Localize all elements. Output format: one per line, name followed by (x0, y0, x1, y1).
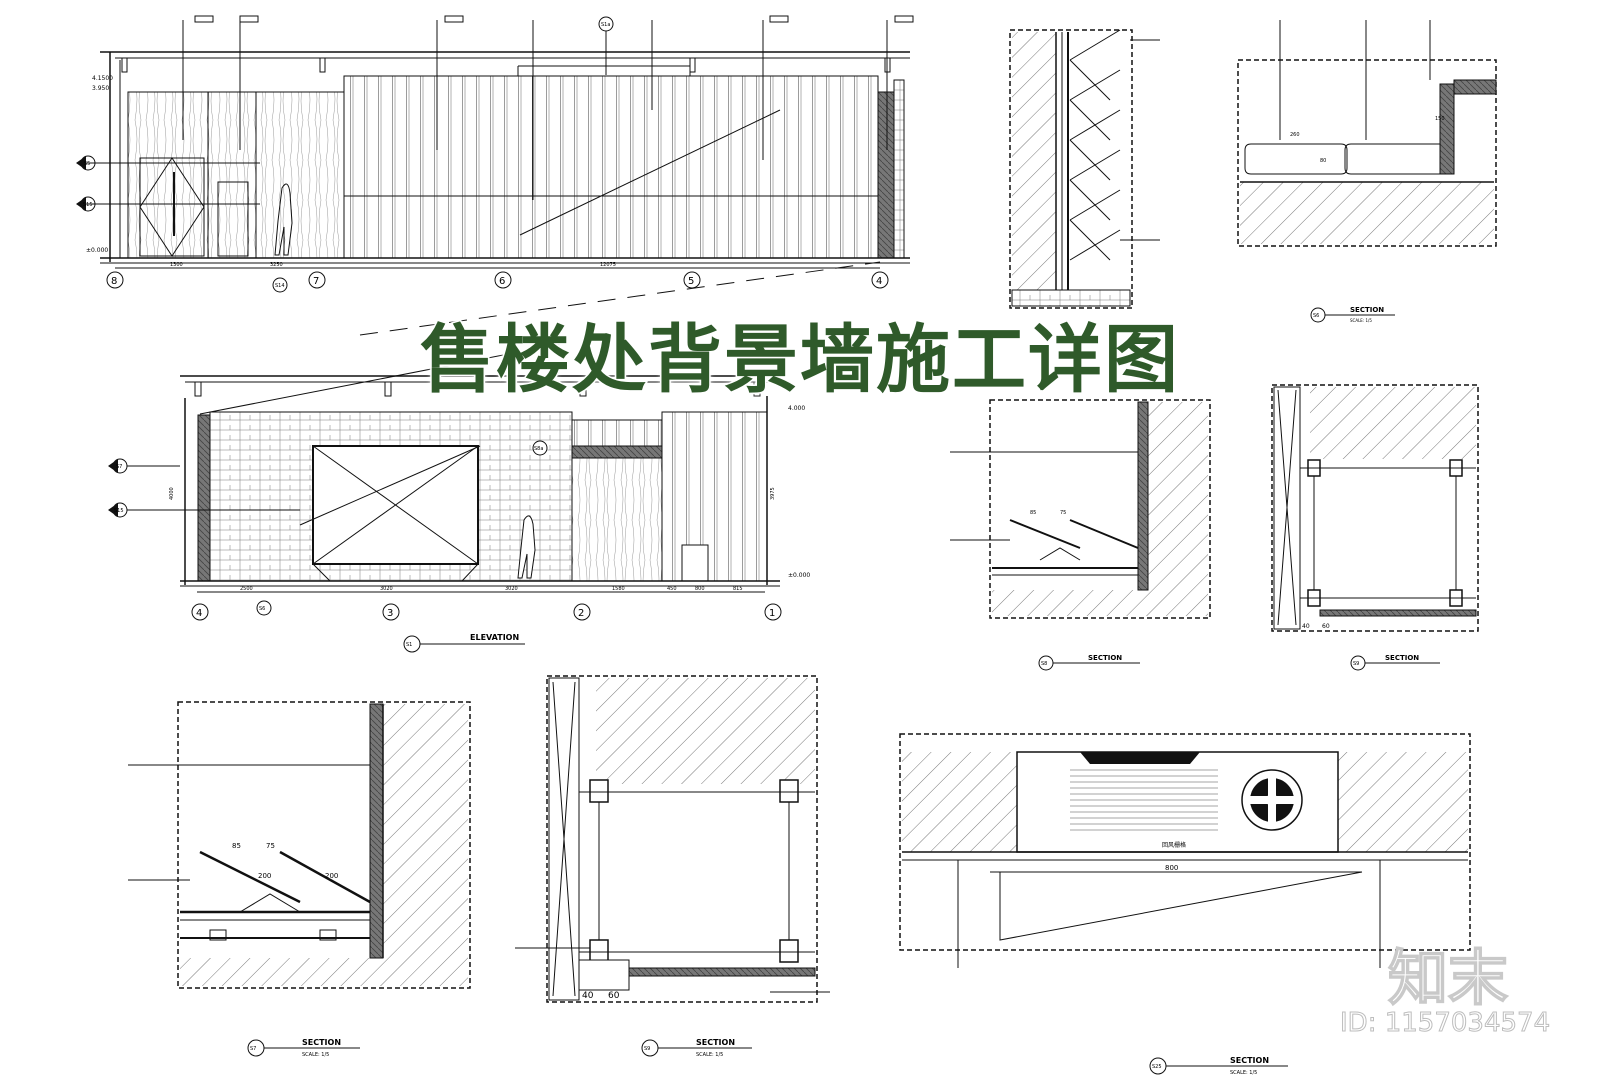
s25-device-label: 回风栅格 (1162, 841, 1186, 849)
section-s7: 85 75 200 200 S7 SECTION SCALE: 1/5 (128, 701, 471, 1058)
section-b-dim-1: 40 (1302, 623, 1310, 630)
watermark-logo: 知末 (1387, 943, 1509, 1015)
section-a-dim-1: 85 (1030, 510, 1036, 516)
elevation-caption: ELEVATION (470, 633, 519, 642)
s9-dim-1: 40 (582, 991, 594, 1001)
top-section-dim-3: 150 (1435, 116, 1445, 122)
s9-caption: SECTION (696, 1038, 735, 1047)
grid-bubble-2-1: 1 (769, 608, 775, 619)
s7-dim-1: 85 (232, 842, 241, 850)
image-id: ID: 1157034574 (1339, 1008, 1551, 1039)
tag-s7: S7 (116, 464, 122, 470)
section-a-caption: SECTION (1088, 654, 1122, 662)
grid-bubble-6: 6 (499, 276, 505, 287)
s9-dim-2: 60 (608, 991, 620, 1001)
top-section-caption: SECTION (1350, 306, 1384, 314)
grid-bubble-2-4: 4 (196, 608, 202, 619)
tag-s15-2: S15 (114, 508, 124, 514)
tag-s6: S6 (259, 606, 265, 612)
s9-scale: SCALE: 1/5 (696, 1052, 723, 1058)
s7-dim-3: 200 (258, 872, 271, 880)
level-top: 4.1500 (92, 75, 113, 82)
top-section-scale: SCALE: 1/5 (1350, 318, 1372, 323)
dim2-4: 1580 (612, 586, 625, 592)
grid-bubble-5: 5 (688, 276, 694, 287)
dim2-2: 3020 (380, 586, 393, 592)
s25-tag: S25 (1152, 1064, 1162, 1070)
tag-s14: S14 (275, 283, 285, 289)
section-a-dim-2: 75 (1060, 510, 1066, 516)
level-floor-2: ±0.000 (788, 572, 810, 579)
tag-s1a: S1a (601, 22, 610, 28)
section-a-tag: S8 (1041, 661, 1047, 667)
section-s25: 回风栅格 800 S25 SECTION SCALE: 1/5 (899, 733, 1471, 1076)
title-banner: 售楼处背景墙施工详图 (419, 300, 1260, 405)
grid-bubble-7: 7 (313, 276, 319, 287)
grid-bubble-2-3: 3 (387, 608, 393, 619)
top-section-dim-2: 80 (1320, 158, 1326, 164)
s25-dim-1: 800 (1165, 864, 1178, 872)
tag-s15: S15 (83, 202, 93, 208)
side-dim-right: 3975 (770, 487, 776, 500)
section-right-a: 85 75 S8 SECTION (950, 399, 1211, 671)
section-right-b: 40 60 S9 SECTION (1271, 384, 1479, 671)
top-section-tag: S6 (1313, 313, 1319, 319)
section-b-dim-2: 60 (1322, 623, 1330, 630)
elevation-top: S5 S15 S14 S1a 4.1500 3.950 ±0.000 1300 … (76, 15, 914, 336)
section-s9: 40 60 S9 SECTION SCALE: 1/5 (515, 675, 830, 1058)
s7-tag: S7 (250, 1046, 256, 1052)
tag-s8a: S8a (534, 446, 543, 452)
section-b-tag: S9 (1353, 661, 1359, 667)
elevation-middle: 4.000 ±0.000 4000 3975 S7 S15 S6 S8a 250… (108, 343, 810, 653)
s7-dim-2: 75 (266, 842, 275, 850)
side-dim-left: 4000 (169, 487, 175, 500)
dim2-3: 3020 (505, 586, 518, 592)
section-b-caption: SECTION (1385, 654, 1419, 662)
dim2-1: 2500 (240, 586, 253, 592)
level-floor: ±0.000 (86, 247, 108, 254)
s9-tag: S9 (644, 1046, 650, 1052)
elevation-tag: S1 (406, 642, 412, 648)
grid-bubble-2-2: 2 (578, 608, 584, 619)
page-title: 售楼处背景墙施工详图 (419, 316, 1180, 405)
dim-1: 1300 (170, 262, 183, 268)
tag-s5: S5 (84, 161, 90, 167)
dim2-6: 800 (695, 586, 705, 592)
s7-dim-4: 200 (325, 872, 338, 880)
s25-scale: SCALE: 1/5 (1230, 1070, 1257, 1076)
level-ceiling: 3.950 (92, 85, 109, 92)
dim2-5: 450 (667, 586, 677, 592)
top-section-dim-1: 260 (1290, 132, 1300, 138)
grid-bubble-8: 8 (111, 276, 117, 287)
s7-scale: SCALE: 1/5 (302, 1052, 329, 1058)
dim-2: 3250 (270, 262, 283, 268)
dim2-7: 815 (733, 586, 743, 592)
grid-bubble-4: 4 (876, 276, 882, 287)
section-top-horizontal: 260 80 150 S6 SECTION SCALE: 1/5 (1237, 20, 1497, 323)
section-top-vertical (1009, 29, 1160, 309)
level-top-2: 4.000 (788, 405, 805, 412)
s25-caption: SECTION (1230, 1056, 1269, 1065)
s7-caption: SECTION (302, 1038, 341, 1047)
dim-3: 12075 (600, 262, 616, 268)
